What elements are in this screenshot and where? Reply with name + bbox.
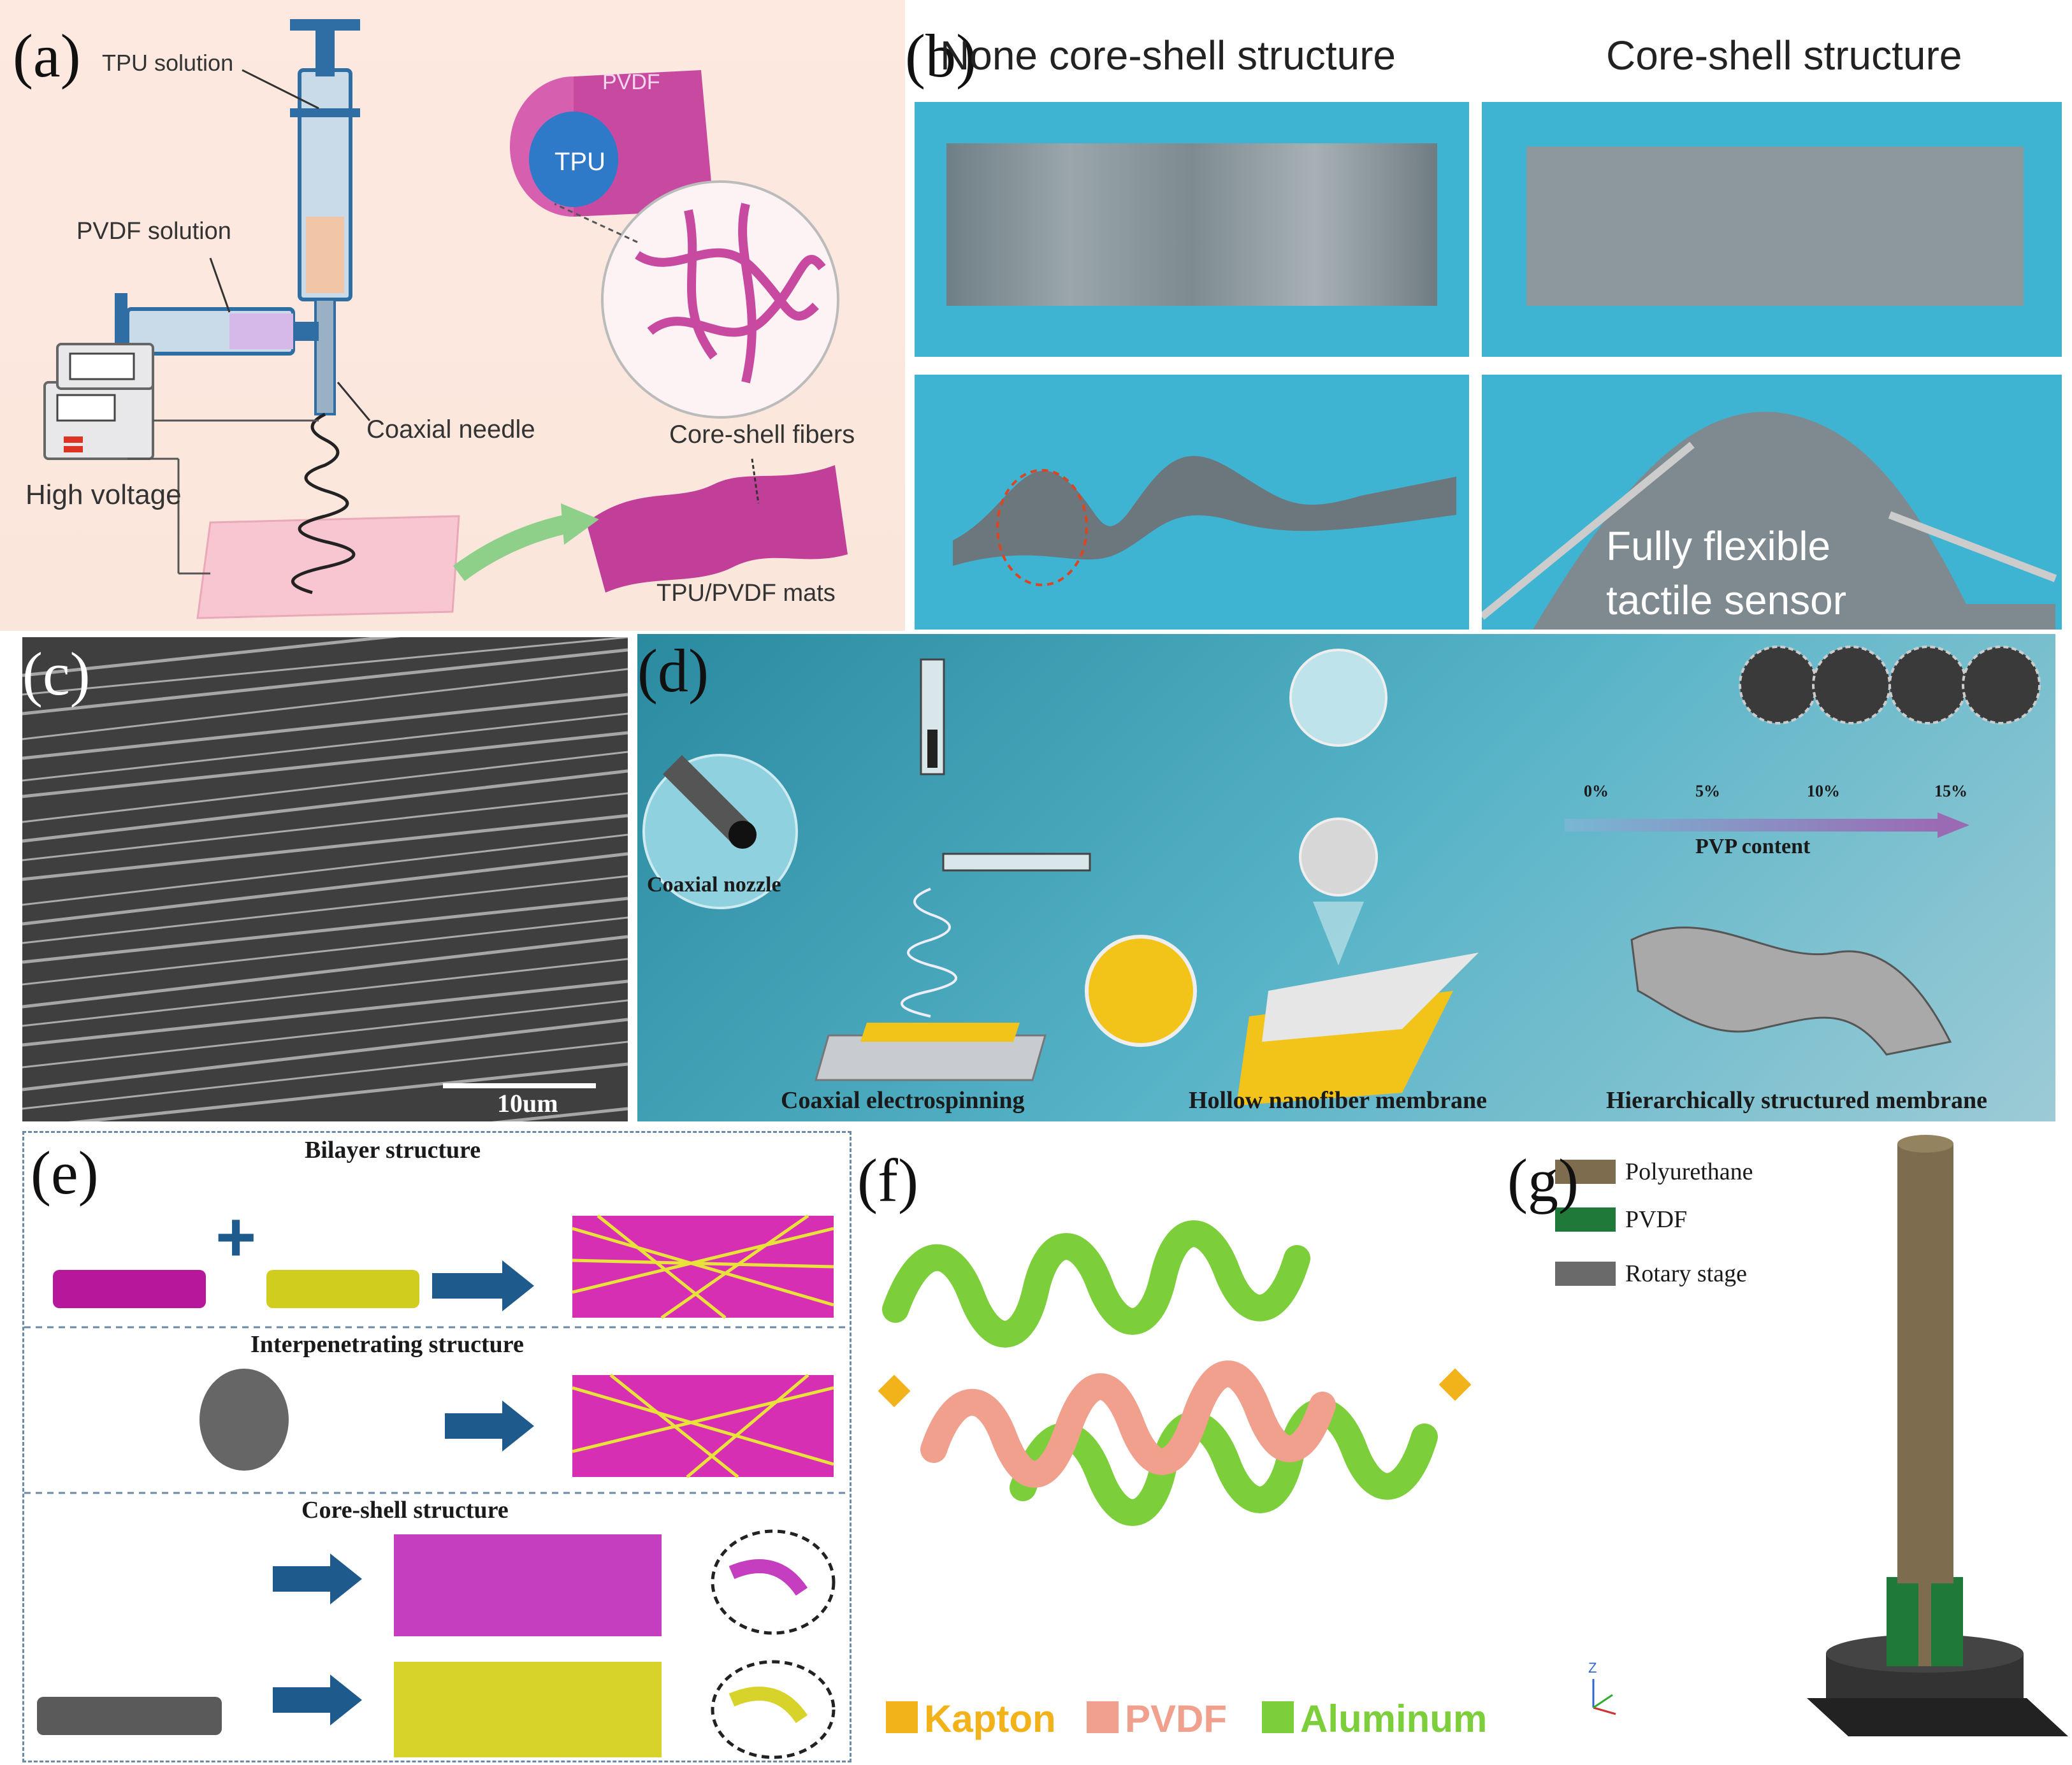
coaxial-needle-label: Coaxial needle xyxy=(366,415,535,443)
panel-c-label: (c) xyxy=(22,640,91,708)
legend-swatch-aluminum xyxy=(1262,1701,1294,1733)
panel-f-illustration xyxy=(878,1220,1472,1733)
pvp-tick-3: 15% xyxy=(1934,782,1967,800)
tpu-solution-label: TPU solution xyxy=(102,50,234,76)
mats-label: TPU/PVDF mats xyxy=(656,580,836,607)
panel-b-label: (b) xyxy=(905,22,976,90)
panel-e: (e) Bilayer structure + Interpenetrating… xyxy=(22,1131,851,1762)
core-label: TPU xyxy=(554,148,605,176)
sensor-label-line2: tactile sensor xyxy=(1606,577,1847,623)
legend-swatch-pvdf xyxy=(1555,1207,1616,1232)
legend-swatch-polyurethane xyxy=(1555,1160,1616,1184)
panel-e-label: (e) xyxy=(31,1139,99,1207)
sensor-label-line1: Fully flexible xyxy=(1606,523,1831,569)
panel-g-illustration xyxy=(1555,1135,2068,1736)
legend-aluminum: Aluminum xyxy=(1300,1697,1488,1740)
scalebar-label: 10um xyxy=(497,1089,558,1118)
legend-swatch-kapton xyxy=(886,1701,918,1733)
caption-hierarchical-membrane: Hierarchically structured membrane xyxy=(1606,1087,1988,1114)
legend-pvdf: PVDF xyxy=(1125,1697,1228,1740)
panel-f: (f) Kapton PVDF Aluminum xyxy=(857,1131,1507,1759)
panel-f-label: (f) xyxy=(857,1146,918,1214)
bilayer-title: Bilayer structure xyxy=(305,1137,481,1163)
pvp-tick-0: 0% xyxy=(1584,782,1609,800)
photo-core-shell-bent xyxy=(1482,375,2062,630)
interpenetrating-title: Interpenetrating structure xyxy=(250,1331,524,1358)
legend-pvdf-g: PVDF xyxy=(1625,1206,1688,1233)
panel-d-label: (d) xyxy=(637,637,709,705)
pvp-tick-1: 5% xyxy=(1695,782,1720,800)
panel-a-illustration xyxy=(43,19,848,619)
legend-swatch-pvdf xyxy=(1087,1701,1119,1733)
panel-g-label: (g) xyxy=(1507,1146,1579,1214)
panel-g: (g) Polyurethane PVDF Rotary stage Z xyxy=(1507,1131,2072,1759)
photo-core-shell-flat xyxy=(1482,102,2062,357)
caption-hollow-membrane: Hollow nanofiber membrane xyxy=(1189,1087,1487,1114)
axis-z-label: Z xyxy=(1588,1660,1597,1676)
pvp-content-label: PVP content xyxy=(1695,835,1811,858)
core-shell-title: Core-shell structure xyxy=(301,1497,509,1524)
sem-fibers xyxy=(22,637,628,1121)
title-core-shell: Core-shell structure xyxy=(1606,32,1962,78)
panel-e-illustration xyxy=(24,1214,850,1759)
legend-swatch-rotary xyxy=(1555,1262,1616,1286)
legend-kapton: Kapton xyxy=(924,1697,1056,1740)
photo-none-core-shell-bent xyxy=(915,375,1469,630)
pvp-tick-2: 10% xyxy=(1807,782,1840,800)
legend-rotary-stage: Rotary stage xyxy=(1625,1260,1748,1287)
shell-label: PVDF xyxy=(602,70,660,94)
coaxial-nozzle-label: Coaxial nozzle xyxy=(647,873,781,897)
title-none-core-shell: None core-shell structure xyxy=(940,32,1396,78)
legend-polyurethane: Polyurethane xyxy=(1625,1158,1753,1185)
pvdf-solution-label: PVDF solution xyxy=(76,218,231,245)
panel-d: (d) Coaxial nozzle Coaxial electrospinni… xyxy=(637,634,2055,1121)
panel-a-label: (a) xyxy=(13,22,81,90)
high-voltage-label: High voltage xyxy=(25,479,182,510)
panel-b: (b) None core-shell structure Core-shell… xyxy=(905,0,2072,634)
panel-a: (a) TPU solution PVDF solution Coaxial n… xyxy=(0,0,905,631)
caption-coaxial-electrospinning: Coaxial electrospinning xyxy=(781,1087,1025,1114)
core-shell-fibers-label: Core-shell fibers xyxy=(669,421,855,449)
panel-c: (c) 10um xyxy=(22,637,628,1121)
plus-sign: + xyxy=(215,1198,257,1276)
panel-d-illustration xyxy=(642,645,2041,1106)
photo-none-core-shell-flat xyxy=(915,102,1469,357)
